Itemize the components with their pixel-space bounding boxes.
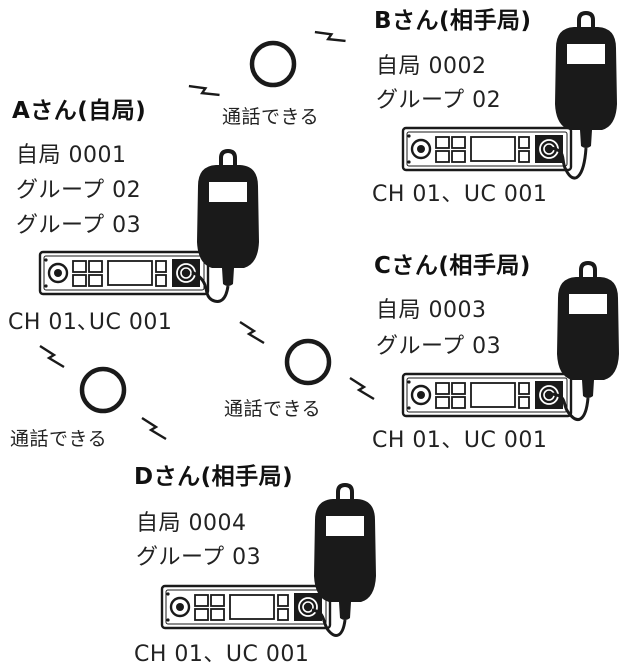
link-ab-circle-symbol-icon <box>249 40 297 88</box>
station-d-handheld-microphone-icon <box>311 483 378 637</box>
station-c-title: Cさん(相手局) <box>374 253 531 279</box>
station-b-self-id: 自局 0002 <box>376 54 487 79</box>
station-d-group-1: グループ 03 <box>136 545 262 570</box>
station-b-group-1: グループ 02 <box>376 88 502 113</box>
station-a-group-2: グループ 03 <box>16 213 142 238</box>
link-ac-label: 通話できる <box>224 398 322 420</box>
station-a-group-1: グループ 02 <box>16 178 142 203</box>
station-d-title: Dさん(相手局) <box>134 464 294 490</box>
station-a-radio-unit-icon <box>38 250 210 296</box>
link-ac-circle-symbol-icon <box>284 338 332 386</box>
station-c-radio-unit-icon <box>401 372 573 418</box>
station-b-title: Bさん(相手局) <box>374 8 532 34</box>
station-a-channel: CH 01､UC 001 <box>8 310 173 335</box>
station-a-self-id: 自局 0001 <box>16 143 127 168</box>
station-c-group-1: グループ 03 <box>376 334 502 359</box>
station-b-radio-unit-icon <box>401 126 573 172</box>
station-a-title: Aさん(自局) <box>12 98 147 124</box>
station-d-self-id: 自局 0004 <box>136 511 247 536</box>
link-ad-signal-zigzag-icon <box>38 344 168 441</box>
link-ab-label: 通話できる <box>222 106 320 128</box>
station-c-channel: CH 01、UC 001 <box>372 428 548 453</box>
link-ad-label: 通話できる <box>10 428 108 450</box>
link-ad-circle-symbol-icon <box>79 366 127 414</box>
station-d-radio-unit-icon <box>160 584 332 630</box>
station-c-self-id: 自局 0003 <box>376 298 487 323</box>
station-a-handheld-microphone-icon <box>191 149 261 303</box>
link-ab-signal-zigzag-icon <box>187 20 347 107</box>
station-c-handheld-microphone-icon <box>551 261 620 421</box>
station-b-handheld-microphone-icon <box>549 11 619 180</box>
station-d-channel: CH 01、UC 001 <box>134 642 310 667</box>
station-b-channel: CH 01、UC 001 <box>372 182 548 207</box>
link-ac-signal-zigzag-icon <box>238 320 376 401</box>
